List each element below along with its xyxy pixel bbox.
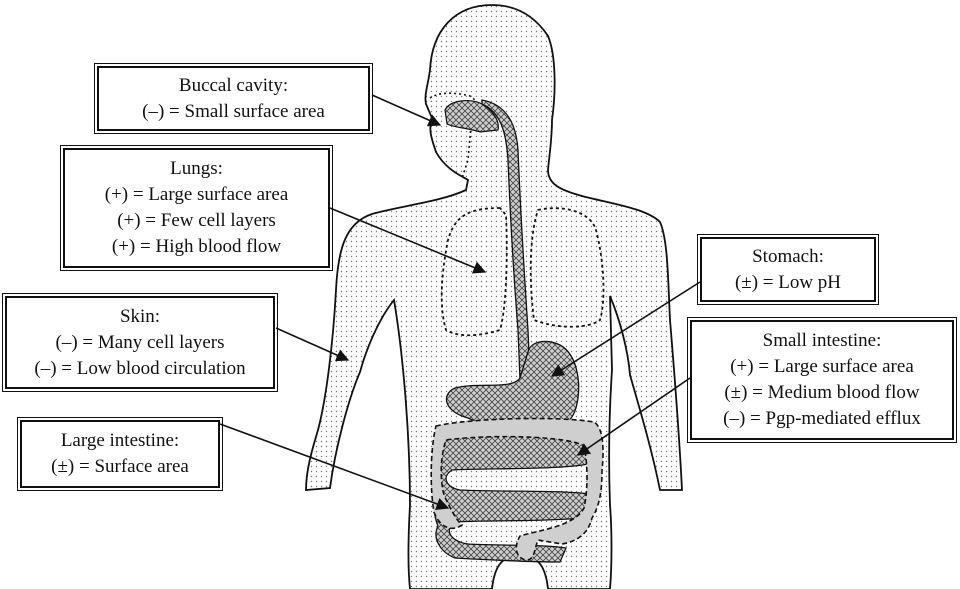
callout-title: Skin: — [119, 305, 161, 327]
callout-line: (+) = Few cell layers — [117, 210, 276, 231]
buccal-cavity — [444, 100, 499, 133]
small-intestine — [433, 432, 598, 563]
callout-line: (+) = Large surface area — [104, 184, 289, 205]
callout-title: Lungs: — [170, 158, 223, 179]
arrow-buccal — [371, 94, 442, 127]
arrow-small-intestine — [576, 377, 691, 456]
large-intestine — [430, 417, 604, 561]
callout-lungs: Lungs: (+) = Large surface area (+) = Fe… — [60, 145, 333, 271]
callout-line: (+) = Large surface area — [730, 356, 914, 377]
callout-title: Large intestine: — [60, 430, 180, 451]
callout-line: (±) = Surface area — [51, 456, 189, 477]
callout-line: (–) = Small surface area — [142, 100, 325, 122]
callout-title: Buccal cavity: — [178, 74, 289, 96]
callout-line: (–) = Many cell layers — [55, 331, 225, 353]
callout-large-intestine: Large intestine: (±) = Surface area — [17, 417, 223, 491]
arrow-lungs — [329, 207, 487, 274]
callout-line: (±) = Low pH — [734, 271, 842, 293]
callout-title: Stomach: — [752, 245, 824, 267]
arrow-large-intestine — [219, 423, 450, 511]
callout-line: (+) = High blood flow — [111, 236, 282, 257]
callout-line: (–) = Pgp-mediated efflux — [723, 408, 921, 429]
callout-line: (–) = Low blood circulation — [34, 357, 246, 379]
arrow-stomach — [550, 281, 701, 377]
callout-line: (±) = Medium blood flow — [724, 382, 920, 403]
arrow-skin — [275, 327, 350, 362]
lungs-outline — [440, 207, 605, 337]
callout-skin: Skin: (–) = Many cell layers (–) = Low b… — [2, 293, 278, 392]
callout-title: Small intestine: — [762, 330, 882, 351]
leader-arrows — [219, 94, 701, 511]
callout-stomach: Stomach: (±) = Low pH — [697, 234, 879, 305]
callout-small-intestine: Small intestine: (+) = Large surface are… — [687, 317, 957, 443]
callout-buccal-cavity: Buccal cavity: (–) = Small surface area — [94, 63, 373, 134]
